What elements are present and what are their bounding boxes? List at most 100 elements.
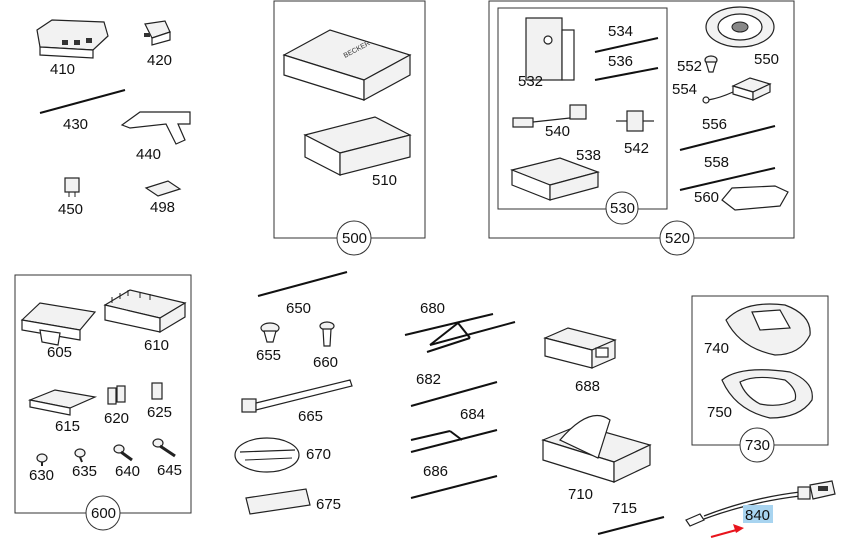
label-740: 740 xyxy=(704,340,729,357)
label-542: 542 xyxy=(624,140,649,157)
part-430-wire[interactable] xyxy=(39,89,126,114)
part-635-screw[interactable] xyxy=(74,448,86,463)
label-650: 650 xyxy=(286,300,311,317)
part-710-unit[interactable] xyxy=(541,414,652,483)
label-640: 640 xyxy=(115,463,140,480)
part-498-card[interactable] xyxy=(144,180,182,197)
label-510: 510 xyxy=(372,172,397,189)
part-450-relay[interactable] xyxy=(64,177,80,197)
part-500-becker-unit[interactable]: BECKER xyxy=(282,29,412,102)
label-670: 670 xyxy=(306,446,331,463)
label-680: 680 xyxy=(420,300,445,317)
part-610-board[interactable] xyxy=(103,289,187,334)
part-540-cable[interactable] xyxy=(512,104,587,128)
label-540: 540 xyxy=(545,123,570,140)
label-560: 560 xyxy=(694,189,719,206)
callout-circle-500 xyxy=(336,220,372,256)
label-686: 686 xyxy=(423,463,448,480)
part-542-connector[interactable] xyxy=(616,110,654,132)
part-550-speaker[interactable] xyxy=(705,6,775,48)
part-534-wire[interactable] xyxy=(594,37,659,53)
part-536-wire[interactable] xyxy=(594,67,659,81)
part-665-cable-tie[interactable] xyxy=(241,379,353,413)
label-620: 620 xyxy=(104,410,129,427)
part-538-module[interactable] xyxy=(510,157,600,201)
label-530: 530 xyxy=(610,200,635,217)
label-635: 635 xyxy=(72,463,97,480)
part-640-screw[interactable] xyxy=(113,444,133,462)
part-682-wire[interactable] xyxy=(410,381,498,407)
label-430: 430 xyxy=(63,116,88,133)
label-538: 538 xyxy=(576,147,601,164)
label-730: 730 xyxy=(745,437,770,454)
part-556-wire[interactable] xyxy=(679,125,776,151)
part-552-clip[interactable] xyxy=(704,55,718,73)
label-450: 450 xyxy=(58,201,83,218)
part-625-clip[interactable] xyxy=(151,382,163,400)
part-605-board[interactable] xyxy=(20,302,97,346)
part-675-pad[interactable] xyxy=(245,488,311,515)
part-560-tray[interactable] xyxy=(721,185,789,211)
label-688: 688 xyxy=(575,378,600,395)
callout-circle-520 xyxy=(659,220,695,256)
part-420-small-unit[interactable] xyxy=(144,20,171,46)
part-440-bracket[interactable] xyxy=(120,111,191,145)
red-arrow-icon xyxy=(710,524,744,539)
label-630: 630 xyxy=(29,467,54,484)
label-710: 710 xyxy=(568,486,593,503)
part-630-screw[interactable] xyxy=(36,453,48,466)
part-645-screw[interactable] xyxy=(152,438,176,458)
label-600: 600 xyxy=(91,505,116,522)
label-440: 440 xyxy=(136,146,161,163)
label-645: 645 xyxy=(157,462,182,479)
label-498: 498 xyxy=(150,199,175,216)
callout-circle-730 xyxy=(739,427,775,463)
label-558: 558 xyxy=(704,154,729,171)
label-550: 550 xyxy=(754,51,779,68)
part-740-cover[interactable] xyxy=(725,303,811,356)
part-688-sensor[interactable] xyxy=(543,327,617,369)
label-682: 682 xyxy=(416,371,441,388)
label-684: 684 xyxy=(460,406,485,423)
label-750: 750 xyxy=(707,404,732,421)
label-556: 556 xyxy=(702,116,727,133)
label-840-highlight xyxy=(743,505,773,523)
part-750-frame[interactable] xyxy=(721,369,813,419)
part-670-pad[interactable] xyxy=(234,437,300,473)
label-675: 675 xyxy=(316,496,341,513)
part-554-antenna[interactable] xyxy=(702,77,772,104)
label-554: 554 xyxy=(672,81,697,98)
part-410-control-unit[interactable] xyxy=(36,19,109,59)
label-660: 660 xyxy=(313,354,338,371)
part-684-harness[interactable] xyxy=(410,429,498,453)
part-532-module[interactable] xyxy=(525,17,575,81)
label-655: 655 xyxy=(256,347,281,364)
part-660-rivet[interactable] xyxy=(319,321,335,347)
label-715: 715 xyxy=(612,500,637,517)
part-510-block[interactable] xyxy=(303,116,412,176)
part-650-wire[interactable] xyxy=(257,271,348,297)
part-840-usb-cable[interactable] xyxy=(685,480,836,527)
part-715-wire[interactable] xyxy=(597,516,665,535)
label-534: 534 xyxy=(608,23,633,40)
label-625: 625 xyxy=(147,404,172,421)
part-615-module[interactable] xyxy=(27,389,98,416)
label-500: 500 xyxy=(342,230,367,247)
label-552: 552 xyxy=(677,58,702,75)
callout-circle-600 xyxy=(85,495,121,531)
group-box-520 xyxy=(488,0,795,239)
label-532: 532 xyxy=(518,73,543,90)
label-520: 520 xyxy=(665,230,690,247)
label-605: 605 xyxy=(47,344,72,361)
label-615: 615 xyxy=(55,418,80,435)
callout-circle-530 xyxy=(605,191,639,225)
label-536: 536 xyxy=(608,53,633,70)
label-410: 410 xyxy=(50,61,75,78)
part-655-clip[interactable] xyxy=(260,322,280,343)
label-610: 610 xyxy=(144,337,169,354)
label-840: 840 xyxy=(745,507,770,524)
part-620-clip[interactable] xyxy=(107,385,126,405)
part-558-wire[interactable] xyxy=(679,167,776,191)
part-680-harness[interactable] xyxy=(404,313,516,353)
part-686-wire[interactable] xyxy=(410,475,498,499)
